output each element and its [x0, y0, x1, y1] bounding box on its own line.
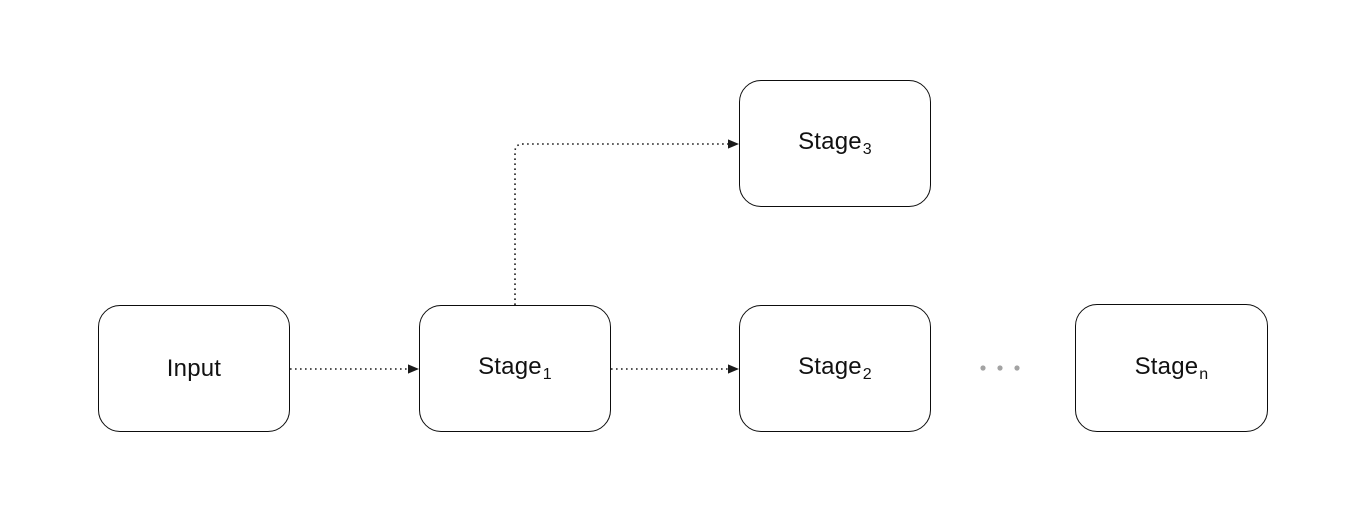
arrowhead-icon: [728, 364, 739, 374]
ellipsis-dot: [997, 365, 1003, 371]
edge-line: [514, 143, 728, 305]
node-stage-n[interactable]: Stagen: [1075, 304, 1268, 432]
ellipsis-dot: [1014, 365, 1020, 371]
edge-stage1-to-stage2: [611, 364, 739, 374]
node-label-subscript: 2: [862, 366, 872, 383]
ellipsis-dot: [980, 365, 986, 371]
node-stage-3[interactable]: Stage3: [739, 80, 931, 207]
node-stage-1[interactable]: Stage1: [419, 305, 611, 432]
node-label: Stagen: [1134, 352, 1209, 383]
arrowhead-icon: [408, 364, 419, 374]
node-label: Stage2: [798, 353, 872, 383]
node-input[interactable]: Input: [98, 305, 290, 432]
arrowhead-icon: [728, 139, 739, 149]
node-label: Input: [166, 354, 222, 382]
node-stage-2[interactable]: Stage2: [739, 305, 931, 432]
edge-stage1-to-stage3: [514, 139, 739, 305]
node-label: Stage1: [478, 353, 552, 383]
node-label-subscript: 3: [862, 141, 872, 158]
edge-input-to-stage1: [290, 364, 419, 374]
node-label-subscript: 1: [542, 366, 552, 383]
ellipsis-dots: [980, 365, 1020, 371]
node-label-subscript: n: [1199, 365, 1209, 383]
node-label: Stage3: [798, 128, 872, 158]
